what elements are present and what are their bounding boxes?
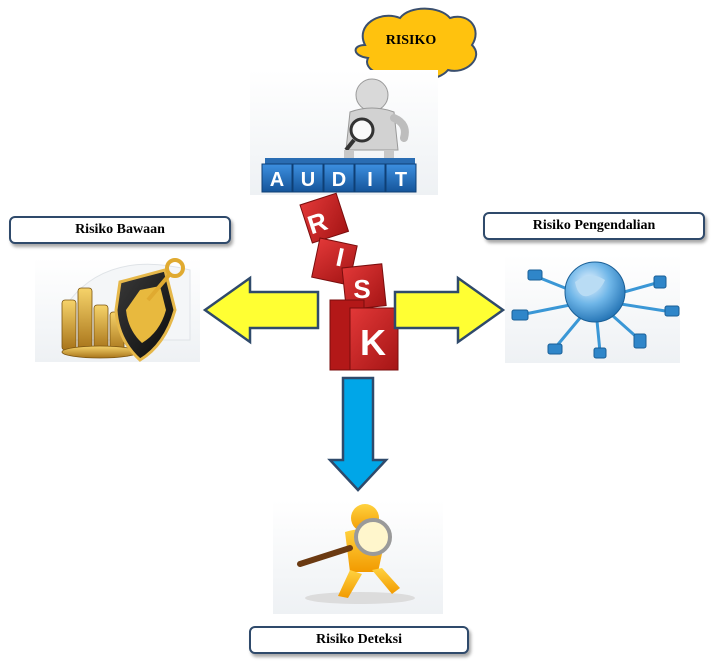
risk-letter: S (353, 274, 370, 304)
globe-network-icon (505, 255, 680, 363)
arrow-right (393, 275, 506, 345)
magnifier-figure-icon (273, 500, 443, 614)
audit-blocks: A U D I T (261, 158, 417, 193)
risk-blocks: R I S K (299, 192, 399, 371)
audit-letter: I (367, 169, 373, 191)
risk-letter: K (360, 322, 386, 363)
audit-letter: U (301, 169, 315, 191)
coins-shield-key-icon (35, 258, 200, 362)
label-detection-risk: Risiko Deteksi (249, 626, 469, 654)
audit-letter: T (395, 169, 407, 191)
audit-letter: A (270, 169, 284, 191)
label-control-risk: Risiko Pengendalian (483, 212, 705, 240)
thought-bubble-label: RISIKO (385, 33, 437, 48)
arrow-down (327, 376, 389, 492)
label-inherent-risk: Risiko Bawaan (9, 216, 231, 244)
arrow-left (202, 275, 320, 345)
audit-letter: D (332, 169, 346, 191)
